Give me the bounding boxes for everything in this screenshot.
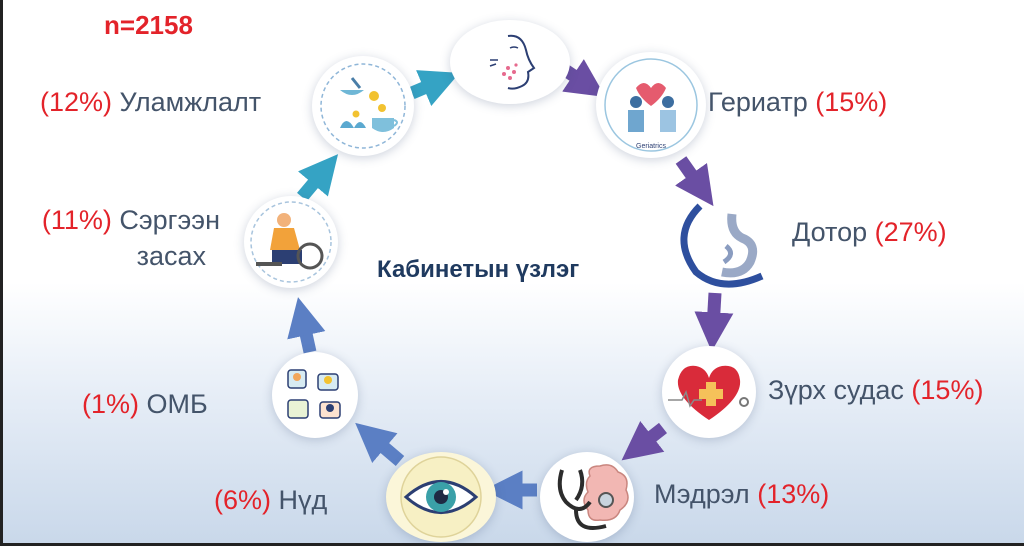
label-traditional: (12%) Уламжлалт (40, 84, 261, 120)
label-rehab: (11%) Сэргээн засах (24, 202, 220, 274)
pct-rehab: (11%) (41, 205, 112, 235)
geriatrics-caption: Geriatrics (636, 143, 666, 150)
node-neuro (540, 452, 634, 542)
sample-size-label: n=2158 (104, 10, 193, 40)
name-neuro: Мэдрэл (654, 479, 750, 509)
pct-eye: (6%) (214, 485, 272, 515)
arrow-5 (621, 421, 668, 461)
arrow-1 (409, 70, 460, 107)
pct-cardio: (15%) (911, 375, 984, 405)
arrow-4 (694, 292, 734, 352)
arrow-2 (561, 59, 606, 97)
center-title: Кабинетын үзлэг (377, 256, 580, 283)
care-team-icon (287, 369, 341, 419)
label-neuro: Мэдрэл (13%) (654, 476, 829, 512)
name-omb: ОМБ (146, 389, 208, 419)
name-rehab-line2: засах (136, 241, 206, 271)
eye-icon (400, 456, 482, 538)
node-cardio (662, 346, 756, 438)
label-omb: (1%) ОМБ (82, 386, 208, 422)
heart-icon (668, 365, 749, 420)
label-eye: (6%) Нүд (214, 482, 327, 518)
brain-stethoscope-icon (557, 464, 629, 530)
name-eye: Нүд (278, 485, 328, 515)
name-internal: Дотор (792, 217, 868, 247)
arrow-9 (297, 154, 339, 202)
pct-traditional: (12%) (40, 87, 113, 117)
pct-omb: (1%) (82, 389, 140, 419)
node-skin (450, 20, 570, 104)
name-rehab-line1: Сэргээн (119, 205, 220, 235)
arrow-7 (355, 422, 405, 466)
herbal-tea-lotus-icon (320, 63, 406, 149)
label-internal: Дотор (27%) (792, 214, 947, 250)
node-internal (666, 196, 774, 294)
pct-geriatrics: (15%) (815, 87, 888, 117)
pct-neuro: (13%) (757, 479, 830, 509)
arrow-8 (287, 297, 326, 354)
name-geriatrics: Гериатр (708, 87, 808, 117)
arrow-3 (675, 156, 714, 207)
node-traditional (312, 56, 414, 156)
stomach-icon (680, 203, 764, 288)
name-traditional: Уламжлалт (119, 87, 262, 117)
label-cardio: Зүрх судас (15%) (768, 372, 983, 408)
name-cardio: Зүрх судас (768, 375, 904, 405)
face-skin-icon (489, 34, 536, 90)
node-rehab (244, 196, 338, 288)
node-omb (272, 352, 358, 438)
pct-internal: (27%) (874, 217, 947, 247)
label-geriatrics: Гериатр (15%) (708, 84, 887, 120)
node-eye (386, 452, 496, 542)
node-geriatrics: Geriatrics (596, 52, 706, 158)
geriatrics-icon: Geriatrics (604, 58, 698, 152)
rehabilitation-icon (250, 201, 332, 283)
